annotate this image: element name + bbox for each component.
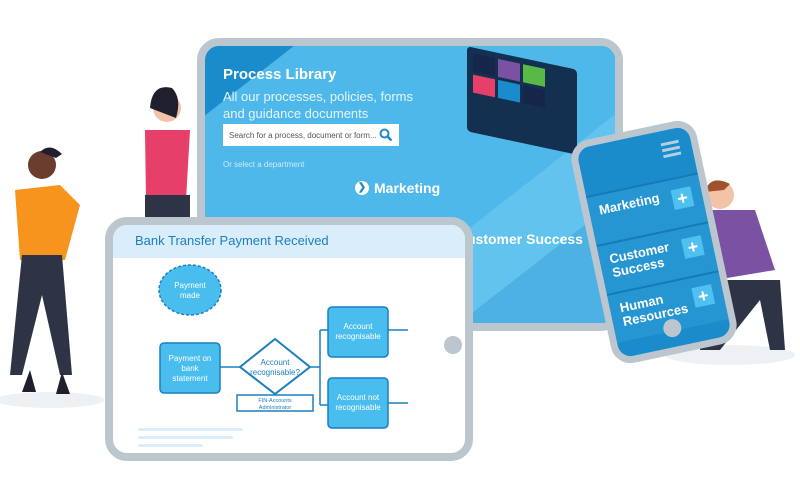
department-marketing[interactable]: ❯ Marketing bbox=[355, 180, 440, 196]
decision-label: Account bbox=[261, 358, 291, 367]
search-icon[interactable] bbox=[379, 128, 393, 142]
page-title: Process Library bbox=[223, 66, 337, 83]
flowchart-title: Bank Transfer Payment Received bbox=[113, 225, 465, 258]
plus-icon[interactable]: + bbox=[691, 284, 716, 308]
yes-label: Account bbox=[344, 322, 374, 331]
step-label: Payment on bbox=[169, 354, 212, 363]
decision-node bbox=[238, 337, 312, 396]
start-label: made bbox=[180, 291, 201, 300]
department-customer-success[interactable]: ustomer Success bbox=[467, 231, 583, 247]
role-label: FIN-Accounts bbox=[258, 398, 292, 404]
start-node bbox=[158, 264, 222, 316]
step-label: bank bbox=[181, 364, 199, 373]
no-label: recognisable bbox=[335, 403, 381, 412]
search-input[interactable]: Search for a process, document or form..… bbox=[223, 124, 399, 146]
tablet-flowchart: Bank Transfer Payment Received Payment m… bbox=[105, 217, 473, 461]
flowchart: Payment made Payment on bank statement A… bbox=[138, 264, 462, 447]
select-department-label: Or select a department bbox=[223, 160, 305, 169]
decision-label: recognisable? bbox=[250, 368, 300, 377]
floor-shadow bbox=[665, 345, 795, 365]
role-label: Administrator bbox=[259, 405, 292, 411]
plus-icon[interactable]: + bbox=[681, 235, 705, 259]
department-label: Marketing bbox=[374, 180, 441, 196]
yes-node bbox=[327, 306, 389, 358]
role-box bbox=[236, 394, 314, 412]
person-pink-shirt bbox=[145, 87, 190, 220]
item-label: Marketing bbox=[597, 190, 661, 218]
search-placeholder: Search for a process, document or form..… bbox=[229, 130, 377, 140]
floor-shadow bbox=[0, 392, 105, 408]
chevron-right-icon: ❯ bbox=[355, 181, 369, 195]
start-label: Payment bbox=[174, 281, 206, 290]
hamburger-menu-icon[interactable] bbox=[660, 139, 682, 161]
page-subtitle: All our processes, policies, forms and g… bbox=[223, 89, 414, 121]
plus-icon[interactable]: + bbox=[670, 186, 695, 210]
person-orange-shirt bbox=[10, 147, 80, 394]
step-node bbox=[159, 342, 221, 394]
step-label: statement bbox=[172, 374, 208, 383]
yes-label: recognisable bbox=[335, 332, 381, 341]
home-button bbox=[444, 336, 462, 354]
item-label: Customer Success bbox=[608, 239, 671, 281]
no-label: Account not bbox=[337, 393, 380, 402]
